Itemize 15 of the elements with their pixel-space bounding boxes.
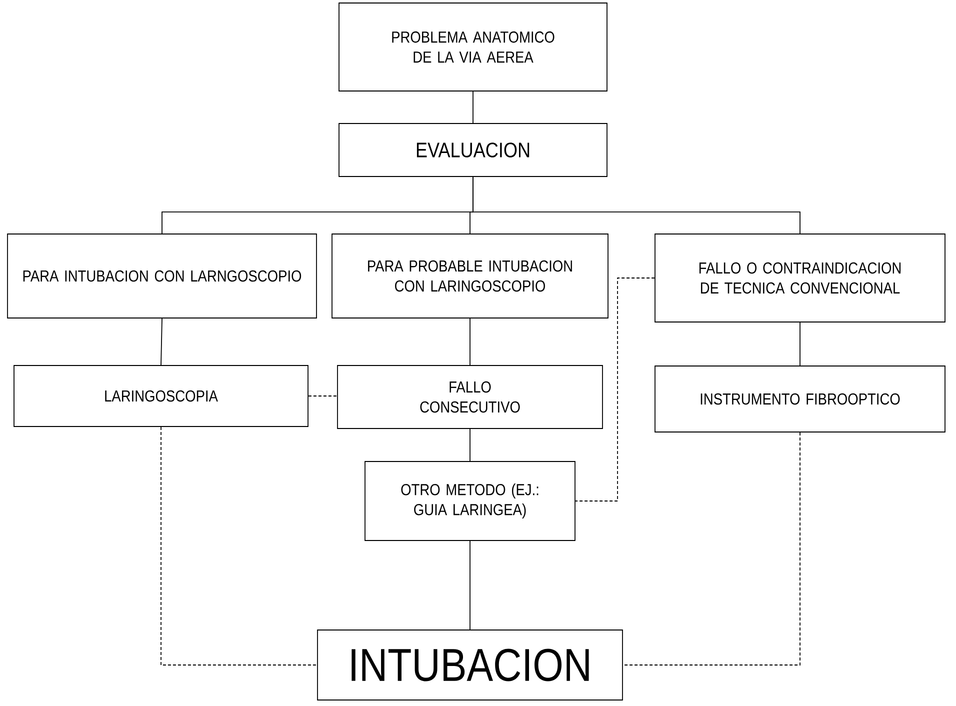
process-box: PARA PROBABLE INTUBACION CON LARINGOSCOPIO: [332, 234, 608, 318]
dashed-connector: [575, 278, 655, 502]
process-box: LARINGOSCOPIA: [14, 365, 308, 427]
process-box: EVALUACION: [338, 123, 608, 177]
dashed-connector: [622, 432, 800, 666]
process-box: PROBLEMA ANATOMICO DE LA VIA AEREA: [338, 2, 608, 92]
process-box: PARA INTUBACION CON LARNGOSCOPIO: [7, 234, 317, 318]
connector: [472, 91, 474, 124]
connector: [160, 318, 162, 366]
process-box: OTRO METODO (EJ.: GUIA LARINGEA): [364, 461, 576, 541]
result-box: INTUBACION: [317, 630, 623, 700]
process-box: FALLO O CONTRAINDICACION DE TECNICA CONVENCIONAL: [654, 234, 946, 322]
dashed-connector: [160, 426, 318, 666]
process-box: INSTRUMENTO FIBROOPTICO: [654, 366, 946, 432]
process-box: FALLO CONSECUTIVO: [337, 365, 603, 429]
